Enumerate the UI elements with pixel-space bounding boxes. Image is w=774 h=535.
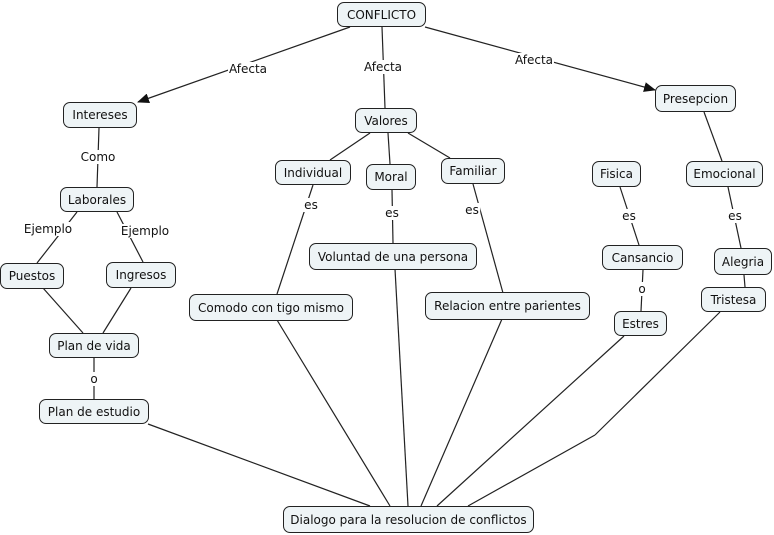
link-label-afecta: Afecta [227,62,269,76]
link-tristesa-dialogo-2 [467,434,596,507]
link-label-afecta: Afecta [362,60,404,74]
link-planestudio-dialogo [147,423,371,507]
node-dialogo[interactable]: Dialogo para la resolucion de conflictos [283,506,534,533]
node-presepcion[interactable]: Presepcion [655,85,736,112]
node-plan-de-estudio[interactable]: Plan de estudio [39,399,149,424]
node-moral[interactable]: Moral [366,164,416,190]
link-label-es: es [384,206,400,220]
link-estres-dialogo [436,335,625,507]
link-label-como: Como [79,150,117,164]
link-label-ejemplo: Ejemplo [119,224,171,238]
node-voluntad[interactable]: Voluntad de una persona [309,243,477,270]
link-alegria-tristesa [743,274,746,288]
node-emocional[interactable]: Emocional [686,161,763,187]
node-puestos[interactable]: Puestos [0,263,64,289]
node-ingresos[interactable]: Ingresos [106,262,176,288]
node-conflicto[interactable]: CONFLICTO [337,2,426,27]
link-label-es: es [303,198,319,212]
node-tristesa[interactable]: Tristesa [701,287,766,312]
node-relacion[interactable]: Relacion entre parientes [425,292,590,320]
link-puestos-planvida [42,287,84,334]
node-estres[interactable]: Estres [614,311,667,336]
node-cansancio[interactable]: Cansancio [602,245,683,270]
link-label-es: es [464,203,480,217]
link-comodo-dialogo [276,319,391,507]
link-label-es: es [727,209,743,223]
link-valores-moral [387,132,391,165]
link-laborales-puestos [36,211,78,264]
link-voluntad-dialogo [394,268,409,507]
node-intereses[interactable]: Intereses [63,102,137,128]
link-ingresos-planvida [102,287,132,334]
node-fisica[interactable]: Fisica [592,161,641,187]
link-familiar-relacion [472,183,504,294]
node-plan-de-vida[interactable]: Plan de vida [49,333,139,358]
node-laborales[interactable]: Laborales [60,187,134,212]
link-label-es: es [621,209,637,223]
link-tristesa-dialogo [594,311,721,436]
link-valores-individual [329,132,371,161]
node-familiar[interactable]: Familiar [441,158,505,184]
node-comodo[interactable]: Comodo con tigo mismo [189,294,353,321]
link-valores-familiar [407,132,451,159]
link-presepcion-emocional [703,111,723,162]
link-label-afecta: Afecta [513,53,555,67]
node-valores[interactable]: Valores [355,108,417,133]
node-individual[interactable]: Individual [275,160,351,185]
node-alegria[interactable]: Alegria [714,248,772,275]
link-label-o: o [89,372,99,386]
link-label-o: o [637,282,647,296]
link-relacion-dialogo [420,318,503,507]
link-label-ejemplo: Ejemplo [22,222,74,236]
